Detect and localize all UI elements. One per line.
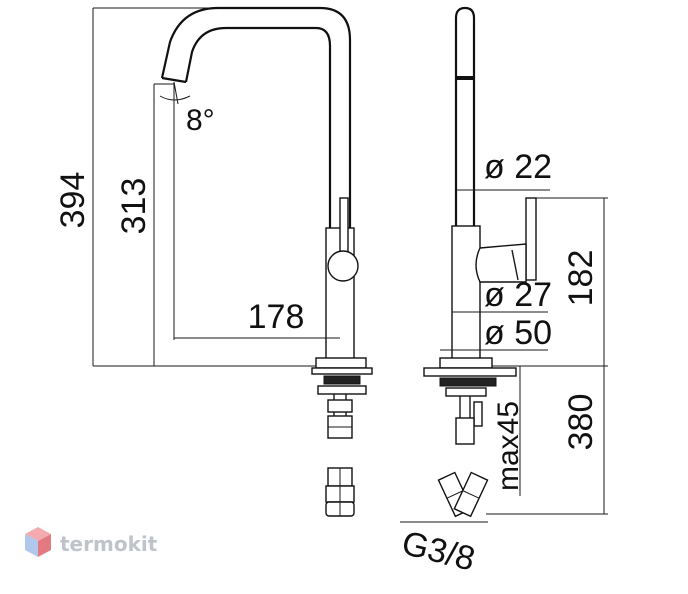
dim-spout-reach: 178	[248, 298, 305, 336]
washer-side	[445, 387, 487, 397]
stud-side	[473, 401, 483, 427]
spout-inner-outline	[184, 26, 332, 230]
stud-front	[327, 399, 353, 413]
dim-angle: 8°	[186, 104, 215, 137]
front-view: 394 313 8° 178	[54, 6, 373, 517]
side-view: ø 22 ø 27 ø 50 182 380 max45 G3/8	[398, 6, 608, 579]
dim-thread: G3/8	[398, 524, 479, 579]
tube-side-outline	[454, 6, 476, 230]
dim-lever-height: 182	[562, 250, 600, 307]
washer-front	[317, 385, 367, 395]
hexagon-cube-icon	[25, 527, 51, 557]
lever-knob-front	[327, 250, 359, 282]
base-plate-front	[315, 357, 367, 369]
body-side	[451, 225, 481, 361]
lever-housing-side	[475, 243, 527, 283]
dim-spout-height: 313	[115, 178, 153, 235]
dim-base-diameter: ø 50	[484, 314, 552, 352]
angle-ref-tilted	[173, 81, 179, 105]
fitting-right-side	[453, 471, 489, 518]
nut-side	[439, 377, 497, 387]
spout-tip	[161, 76, 187, 84]
watermark: termokit	[25, 527, 158, 557]
fitting-upper-side	[455, 417, 475, 445]
dim-body-diameter: ø 27	[484, 276, 552, 314]
logo-right-face	[38, 534, 51, 557]
spout-outer-outline	[160, 6, 352, 230]
tube-band-side	[456, 76, 474, 80]
dim-total-height: 394	[54, 172, 92, 229]
angle-arc	[159, 95, 191, 101]
lever-joint-side	[511, 249, 519, 281]
logo-left-face	[25, 534, 38, 557]
base-plate-side	[439, 357, 493, 369]
watermark-brand: termokit	[60, 532, 158, 556]
dim-hose-length: 380	[562, 394, 600, 451]
nut-front	[323, 375, 361, 385]
gasket-side	[423, 367, 517, 377]
lever-side	[525, 197, 537, 281]
dim-max-deck: max45	[492, 401, 525, 491]
dim-tube-diameter: ø 22	[484, 148, 552, 186]
gasket-front	[311, 367, 373, 375]
